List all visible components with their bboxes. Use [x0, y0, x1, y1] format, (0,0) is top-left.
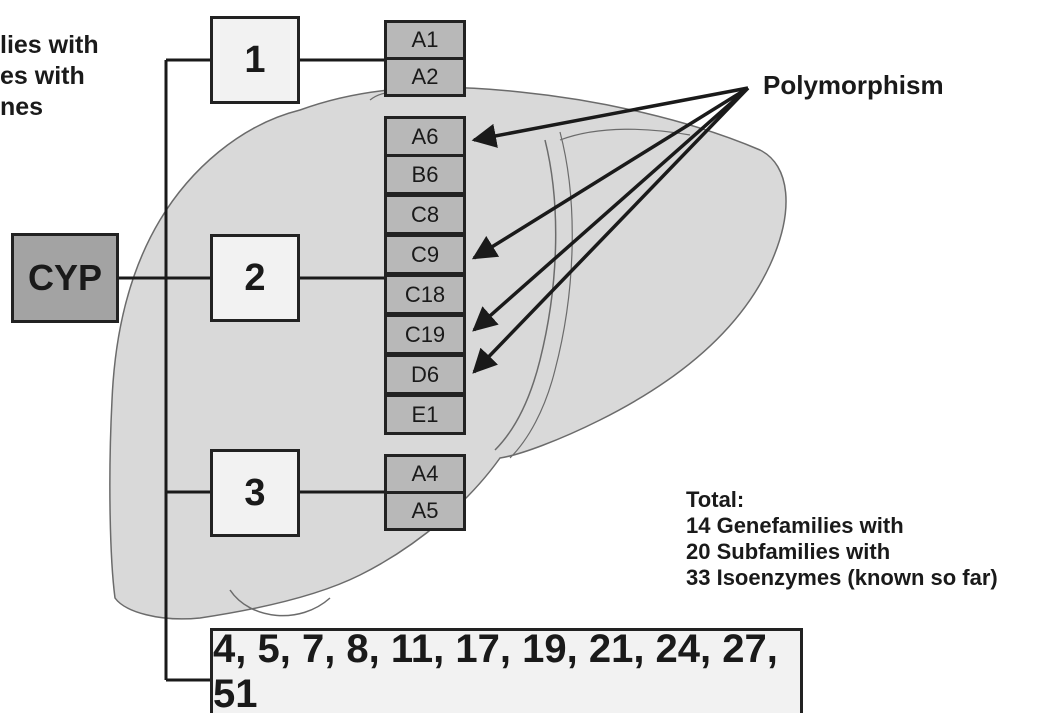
cut-left-line-2: es with	[0, 62, 85, 90]
subfamily-box-c18: C18	[384, 274, 466, 315]
subfamily-label-c9: C9	[410, 241, 440, 267]
other-families-label: 4, 5, 7, 8, 11, 17, 19, 21, 24, 27, 51	[213, 627, 778, 716]
subfamily-box-a6: A6	[384, 116, 466, 157]
liver-ligament-inner	[509, 131, 573, 459]
family-3-box: 3	[210, 449, 300, 537]
polymorphism-arrows	[471, 86, 750, 374]
liver-ligament	[494, 139, 557, 451]
subfamily-label-c8: C8	[410, 201, 440, 227]
other-families-box: 4, 5, 7, 8, 11, 17, 19, 21, 24, 27, 51	[210, 627, 803, 716]
subfamily-box-a4: A4	[384, 454, 466, 494]
subfamily-label-c18: C18	[404, 281, 446, 307]
totals-heading: Total:	[686, 487, 745, 512]
subfamily-box-e1: E1	[384, 394, 466, 435]
cyp-root-box: CYP	[11, 233, 119, 323]
arrow-to-d6	[472, 86, 750, 374]
subfamily-box-b6: B6	[384, 154, 466, 195]
cut-left-line-3: nes	[0, 93, 44, 121]
subfamily-label-d6: D6	[410, 361, 440, 387]
subfamily-label-a5: A5	[411, 498, 439, 523]
subfamily-label-a2: A2	[411, 64, 439, 89]
arrow-to-c9	[471, 86, 749, 260]
cut-left-text-block: lies with es with nes	[0, 30, 99, 123]
family-1-box: 1	[210, 16, 300, 104]
subfamily-label-a1: A1	[411, 27, 439, 52]
family-2-box: 2	[210, 234, 300, 322]
liver-gallbladder	[229, 589, 331, 617]
subfamily-box-a2: A2	[384, 57, 466, 97]
arrow-to-c19	[472, 86, 750, 332]
subfamily-box-c9: C9	[384, 234, 466, 275]
subfamily-box-d6: D6	[384, 354, 466, 395]
subfamily-box-a1: A1	[384, 20, 466, 60]
subfamily-label-c19: C19	[404, 321, 446, 347]
totals-block: Total: 14 Genefamilies with 20 Subfamili…	[686, 487, 998, 591]
cyp-root-label: CYP	[27, 257, 103, 298]
subfamily-label-b6: B6	[411, 161, 439, 187]
connector-lines	[119, 58, 384, 682]
totals-line-genefamilies: 14 Genefamilies with	[686, 513, 904, 538]
cut-left-line-1: lies with	[0, 31, 99, 59]
subfamily-box-c8: C8	[384, 194, 466, 235]
arrow-to-a6	[471, 86, 749, 148]
subfamily-label-a4: A4	[411, 461, 439, 486]
totals-line-subfamilies: 20 Subfamilies with	[686, 539, 891, 564]
polymorphism-label: Polymorphism	[763, 70, 944, 100]
family-1-label: 1	[244, 38, 266, 81]
subfamily-box-a5: A5	[384, 491, 466, 531]
subfamily-label-e1: E1	[411, 401, 439, 427]
family-3-label: 3	[244, 471, 266, 514]
family-2-label: 2	[244, 256, 266, 299]
totals-line-isoenzymes: 33 Isoenzymes (known so far)	[686, 565, 998, 590]
subfamily-box-c19: C19	[384, 314, 466, 355]
subfamily-label-a6: A6	[411, 123, 439, 149]
